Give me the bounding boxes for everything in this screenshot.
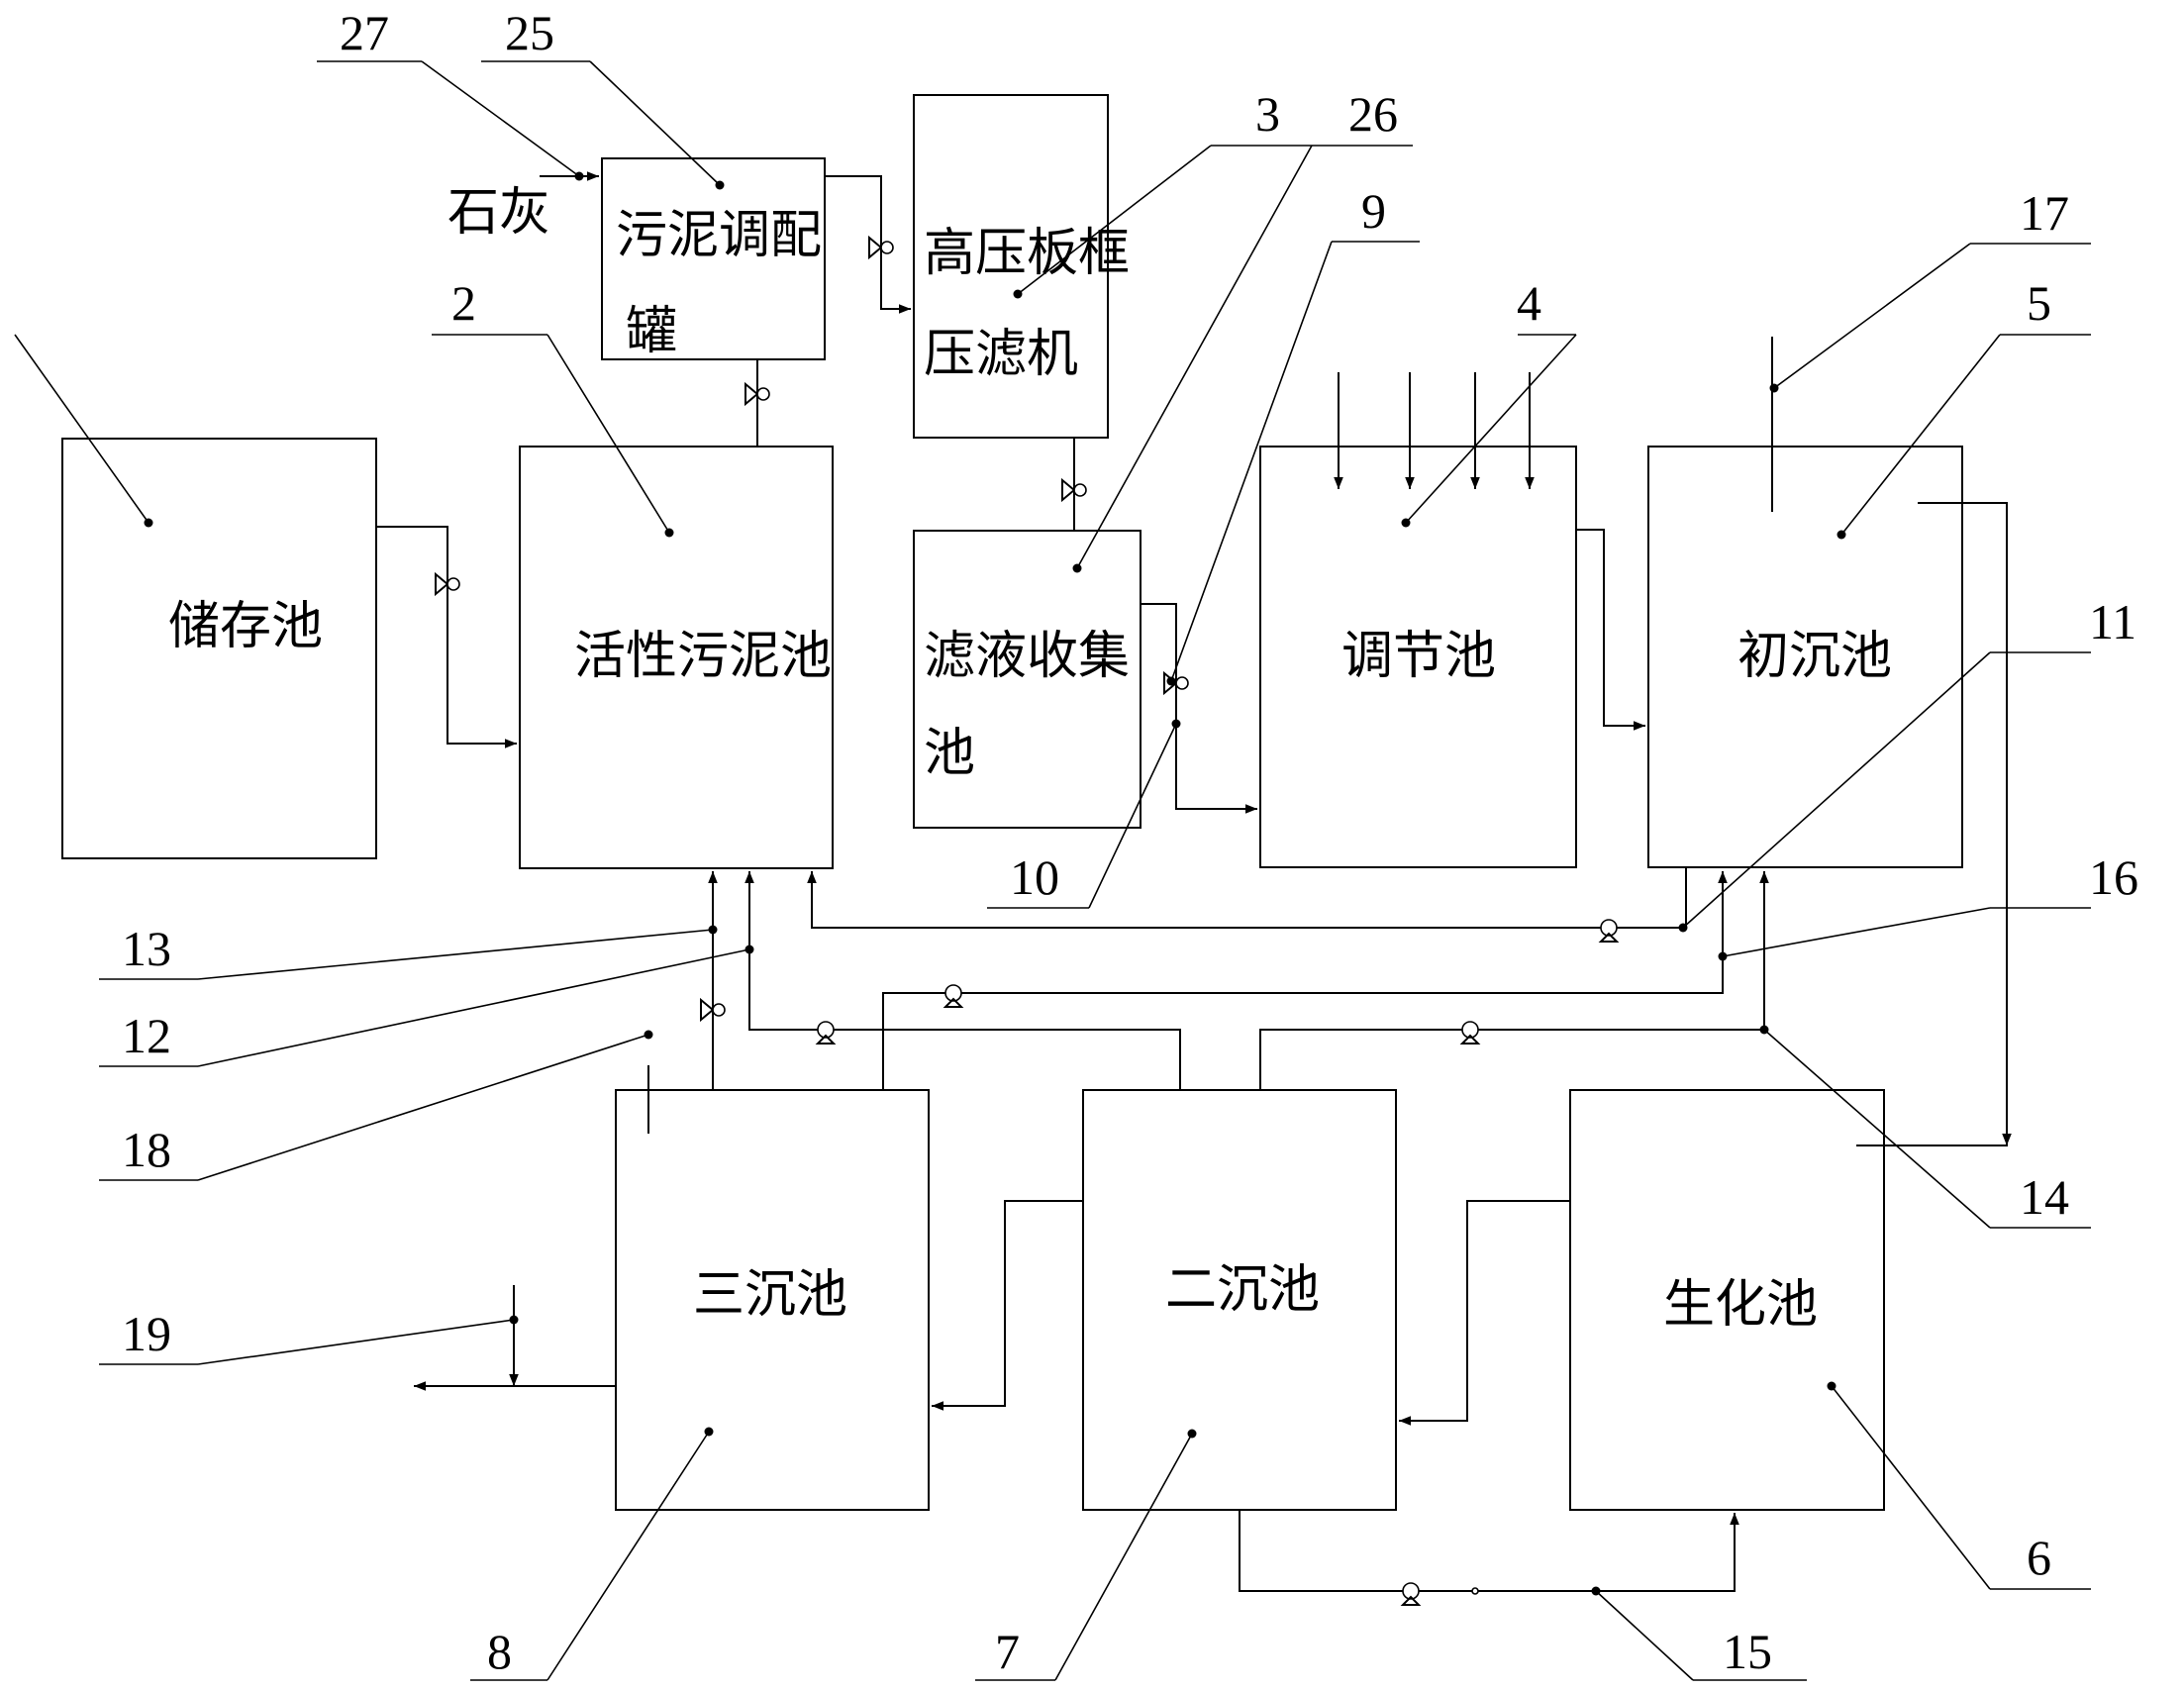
ref-number-6: 6 (2027, 1530, 2051, 1585)
primary-settling-tank-box (1647, 446, 1963, 868)
ref-number-12: 12 (122, 1008, 171, 1063)
ref-number-19: 19 (122, 1306, 171, 1361)
sludge-conditioning-tank-box (601, 157, 826, 360)
pump-icon (1459, 1021, 1481, 1045)
pump-icon (1400, 1582, 1422, 1606)
leader-lines (14, 60, 2091, 1681)
sludge-conditioning-tank-label-2: 罐 (626, 302, 677, 361)
valves (435, 235, 1189, 1023)
meter-icon (1471, 1587, 1479, 1595)
tertiary-settling-tank-label: 三沉池 (693, 1265, 847, 1325)
valve-icon (700, 997, 726, 1023)
valve-icon (745, 381, 770, 407)
ref-number-26: 26 (1348, 86, 1398, 142)
ref-number-25: 25 (505, 5, 554, 60)
sludge-conditioning-tank-label: 污泥调配 (616, 206, 822, 265)
regulating-tank-label: 调节池 (1341, 627, 1496, 686)
tertiary-settling-tank-box (615, 1089, 930, 1511)
valve-icon (1061, 477, 1087, 503)
ref-number-11: 11 (2089, 594, 2136, 649)
pump-icon (815, 1021, 837, 1045)
storage-tank-box (61, 438, 377, 859)
filtrate-tank-label-2: 池 (924, 724, 975, 783)
pump-icon (943, 984, 964, 1008)
filtrate-tank-label: 滤液收集 (924, 627, 1130, 686)
pump-icon (1598, 919, 1620, 943)
ref-number-3: 3 (1255, 86, 1280, 142)
ref-number-9: 9 (1361, 183, 1386, 239)
ref-number-8: 8 (487, 1624, 512, 1679)
lime-label: 石灰 (447, 183, 550, 243)
biochemical-tank-box (1569, 1089, 1885, 1511)
ref-number-16: 16 (2089, 849, 2138, 905)
regulating-tank-box (1259, 446, 1577, 868)
ref-number-13: 13 (122, 921, 171, 976)
filter-press-label-2: 压滤机 (924, 325, 1078, 384)
ref-number-4: 4 (1517, 275, 1541, 331)
ref-number-10: 10 (1010, 849, 1059, 905)
activated-sludge-tank-box (519, 446, 834, 869)
ref-number-2: 2 (451, 275, 476, 331)
reference-dots (144, 171, 1846, 1596)
valve-icon (868, 235, 894, 260)
secondary-settling-tank-label: 二沉池 (1165, 1260, 1320, 1320)
activated-sludge-tank-label: 活性污泥池 (574, 627, 832, 686)
ref-number-18: 18 (122, 1122, 171, 1177)
ref-number-17: 17 (2020, 185, 2069, 241)
storage-tank-label: 储存池 (168, 597, 323, 656)
filter-press-box (913, 94, 1109, 439)
ref-number-27: 27 (340, 5, 389, 60)
pipes (376, 171, 2012, 1592)
ref-number-7: 7 (995, 1624, 1020, 1679)
ref-number-5: 5 (2027, 275, 2051, 331)
primary-settling-tank-label: 初沉池 (1737, 627, 1892, 686)
pumps (815, 919, 1620, 1606)
filtrate-collection-tank-box (913, 530, 1142, 829)
biochemical-tank-label: 生化池 (1663, 1275, 1818, 1335)
valve-icon (435, 571, 460, 597)
ref-number-15: 15 (1723, 1624, 1772, 1679)
ref-number-14: 14 (2020, 1169, 2069, 1225)
